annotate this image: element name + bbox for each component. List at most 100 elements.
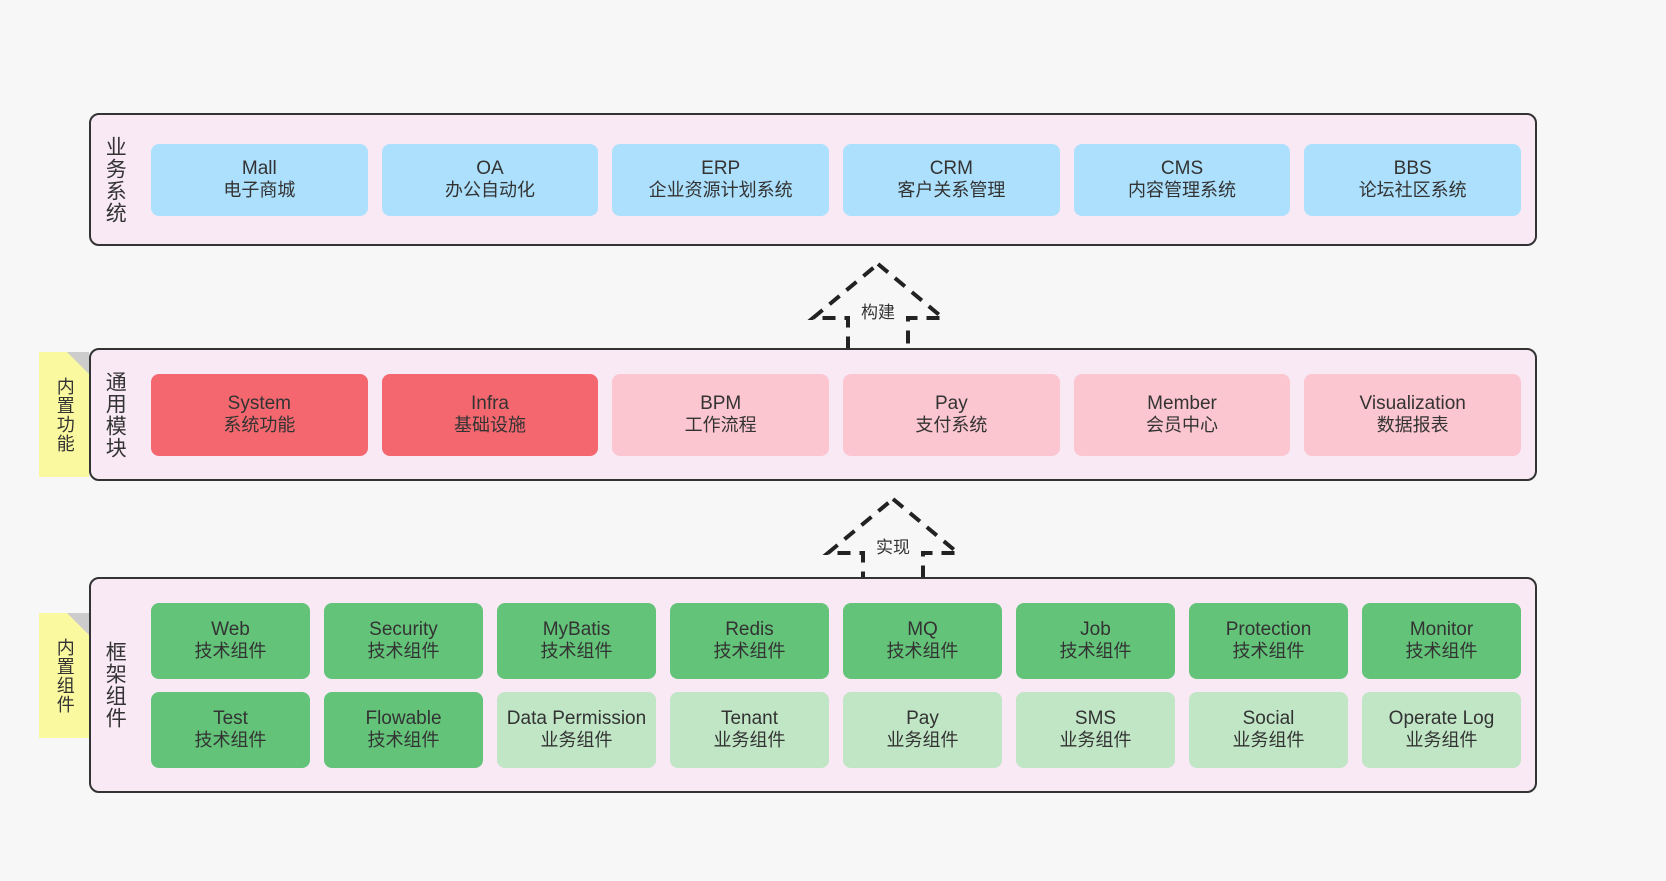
card-member[interactable]: Member 会员中心 bbox=[1073, 373, 1291, 456]
card-monitor-cn: 技术组件 bbox=[1405, 641, 1478, 662]
sticky-note-builtin-components: 内置组件 bbox=[39, 613, 89, 738]
card-protection-cn: 技术组件 bbox=[1232, 641, 1305, 662]
card-cms[interactable]: CMS 内容管理系统 bbox=[1073, 143, 1291, 216]
card-erp-en: ERP bbox=[701, 157, 741, 179]
framework-row-technical: Web 技术组件 Security 技术组件 MyBatis 技术组件 Redi… bbox=[151, 602, 1521, 679]
card-mybatis-cn: 技术组件 bbox=[540, 641, 613, 662]
card-visualization-cn: 数据报表 bbox=[1376, 415, 1449, 436]
card-cms-en: CMS bbox=[1160, 157, 1204, 179]
card-operate-log[interactable]: Operate Log 业务组件 bbox=[1362, 691, 1521, 768]
card-social-cn: 业务组件 bbox=[1232, 730, 1305, 751]
card-mall[interactable]: Mall 电子商城 bbox=[151, 143, 368, 216]
layer-modules-title: 通用模块 bbox=[103, 370, 127, 459]
card-data-permission-cn: 业务组件 bbox=[540, 730, 613, 751]
layer-business-title: 业务系统 bbox=[103, 135, 127, 224]
card-flowable[interactable]: Flowable 技术组件 bbox=[324, 691, 483, 768]
layer-common-modules: 通用模块 System 系统功能 Infra 基础设施 BPM 工作流程 Pay… bbox=[89, 348, 1537, 481]
card-infra-cn: 基础设施 bbox=[454, 415, 526, 436]
card-visualization[interactable]: Visualization 数据报表 bbox=[1304, 373, 1522, 456]
card-job-cn: 技术组件 bbox=[1059, 641, 1132, 662]
sticky-note-builtin-components-label: 内置组件 bbox=[54, 637, 75, 714]
card-monitor[interactable]: Monitor 技术组件 bbox=[1362, 602, 1521, 679]
card-security-cn: 技术组件 bbox=[367, 641, 440, 662]
card-cms-cn: 内容管理系统 bbox=[1128, 180, 1237, 201]
card-monitor-en: Monitor bbox=[1409, 618, 1474, 640]
card-mall-en: Mall bbox=[241, 157, 277, 179]
card-oa-cn: 办公自动化 bbox=[445, 180, 535, 201]
card-bbs-en: BBS bbox=[1393, 157, 1432, 179]
card-job[interactable]: Job 技术组件 bbox=[1016, 602, 1175, 679]
card-web[interactable]: Web 技术组件 bbox=[151, 602, 310, 679]
card-mall-cn: 电子商城 bbox=[223, 180, 296, 201]
card-data-permission-en: Data Permission bbox=[506, 707, 647, 729]
card-pay-module-cn: 支付系统 bbox=[915, 415, 988, 436]
card-pay-component[interactable]: Pay 业务组件 bbox=[843, 691, 1002, 768]
sticky-note-builtin-features-label: 内置功能 bbox=[54, 376, 75, 453]
card-web-en: Web bbox=[211, 618, 250, 640]
connector-build-label: 构建 bbox=[861, 303, 895, 322]
card-mybatis[interactable]: MyBatis 技术组件 bbox=[497, 602, 656, 679]
card-protection[interactable]: Protection 技术组件 bbox=[1189, 602, 1348, 679]
card-bpm[interactable]: BPM 工作流程 bbox=[612, 373, 830, 456]
card-infra-en: Infra bbox=[470, 392, 510, 414]
card-oa-en: OA bbox=[476, 157, 504, 179]
card-mq[interactable]: MQ 技术组件 bbox=[843, 602, 1002, 679]
card-pay-component-en: Pay bbox=[906, 707, 939, 729]
layer-business-cards: Mall 电子商城 OA 办公自动化 ERP 企业资源计划系统 CRM 客户关系… bbox=[137, 115, 1535, 244]
card-test-en: Test bbox=[213, 707, 248, 729]
card-security[interactable]: Security 技术组件 bbox=[324, 602, 483, 679]
card-protection-en: Protection bbox=[1225, 618, 1312, 640]
card-mq-en: MQ bbox=[907, 618, 938, 640]
card-crm-cn: 客户关系管理 bbox=[897, 180, 1006, 201]
card-redis[interactable]: Redis 技术组件 bbox=[670, 602, 829, 679]
sticky-note-builtin-features: 内置功能 bbox=[39, 352, 89, 477]
card-erp-cn: 企业资源计划系统 bbox=[648, 180, 793, 201]
card-mq-cn: 技术组件 bbox=[886, 641, 959, 662]
card-web-cn: 技术组件 bbox=[194, 641, 267, 662]
card-sms[interactable]: SMS 业务组件 bbox=[1016, 691, 1175, 768]
card-pay-module[interactable]: Pay 支付系统 bbox=[843, 373, 1060, 456]
card-infra[interactable]: Infra 基础设施 bbox=[381, 373, 599, 456]
card-oa[interactable]: OA 办公自动化 bbox=[381, 143, 599, 216]
card-bbs[interactable]: BBS 论坛社区系统 bbox=[1304, 143, 1522, 216]
card-data-permission[interactable]: Data Permission 业务组件 bbox=[497, 691, 656, 768]
card-system-en: System bbox=[227, 392, 292, 414]
card-job-en: Job bbox=[1080, 618, 1111, 640]
card-pay-module-en: Pay bbox=[934, 392, 968, 414]
card-bpm-cn: 工作流程 bbox=[684, 415, 757, 436]
card-flowable-cn: 技术组件 bbox=[367, 730, 440, 751]
card-bpm-en: BPM bbox=[700, 392, 742, 414]
card-social-en: Social bbox=[1242, 707, 1295, 729]
card-test[interactable]: Test 技术组件 bbox=[151, 691, 310, 768]
card-crm-en: CRM bbox=[929, 157, 973, 179]
card-mybatis-en: MyBatis bbox=[542, 618, 611, 640]
card-tenant-cn: 业务组件 bbox=[713, 730, 786, 751]
framework-row-business: Test 技术组件 Flowable 技术组件 Data Permission … bbox=[151, 691, 1521, 768]
connector-build: 构建 bbox=[793, 258, 963, 358]
layer-modules-cards: System 系统功能 Infra 基础设施 BPM 工作流程 Pay 支付系统… bbox=[137, 350, 1535, 479]
card-security-en: Security bbox=[369, 618, 438, 640]
card-tenant-en: Tenant bbox=[720, 707, 779, 729]
layer-framework-components: 框架组件 Web 技术组件 Security 技术组件 MyBatis 技术组件… bbox=[89, 577, 1537, 793]
card-redis-en: Redis bbox=[725, 618, 774, 640]
card-system[interactable]: System 系统功能 bbox=[151, 373, 368, 456]
card-member-cn: 会员中心 bbox=[1146, 415, 1219, 436]
layer-framework-cards: Web 技术组件 Security 技术组件 MyBatis 技术组件 Redi… bbox=[137, 579, 1535, 791]
card-social[interactable]: Social 业务组件 bbox=[1189, 691, 1348, 768]
connector-implement-label: 实现 bbox=[876, 538, 910, 557]
card-operate-log-cn: 业务组件 bbox=[1405, 730, 1478, 751]
card-pay-component-cn: 业务组件 bbox=[886, 730, 959, 751]
card-bbs-cn: 论坛社区系统 bbox=[1358, 180, 1467, 201]
card-tenant[interactable]: Tenant 业务组件 bbox=[670, 691, 829, 768]
card-erp[interactable]: ERP 企业资源计划系统 bbox=[612, 143, 830, 216]
card-test-cn: 技术组件 bbox=[194, 730, 267, 751]
card-crm[interactable]: CRM 客户关系管理 bbox=[843, 143, 1060, 216]
card-flowable-en: Flowable bbox=[365, 707, 442, 729]
card-member-en: Member bbox=[1147, 392, 1217, 414]
layer-business-systems: 业务系统 Mall 电子商城 OA 办公自动化 ERP 企业资源计划系统 CRM… bbox=[89, 113, 1537, 246]
card-system-cn: 系统功能 bbox=[223, 415, 296, 436]
card-sms-cn: 业务组件 bbox=[1059, 730, 1132, 751]
card-sms-en: SMS bbox=[1074, 707, 1117, 729]
layer-framework-title: 框架组件 bbox=[103, 641, 127, 729]
